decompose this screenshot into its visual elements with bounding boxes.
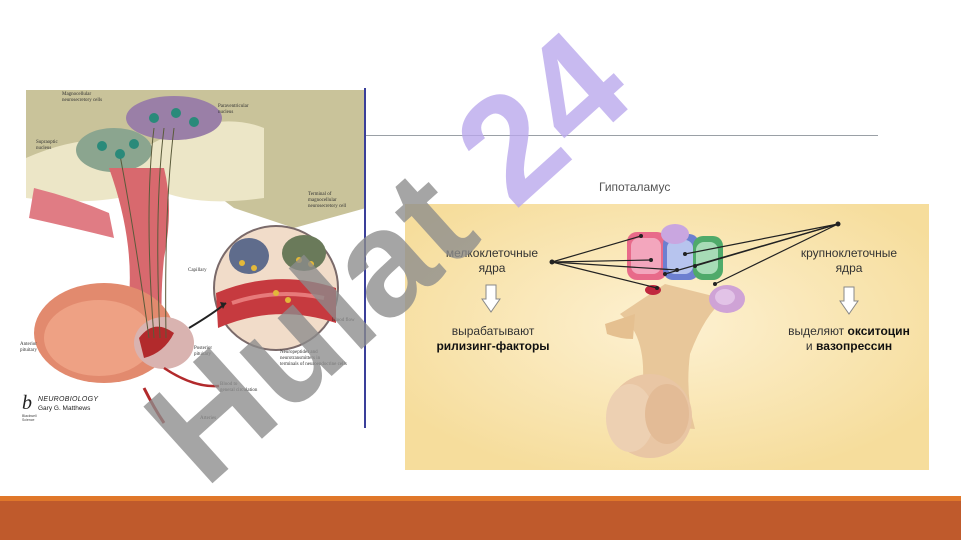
left-action-line2: рилизинг-факторы — [436, 339, 550, 353]
pituitary-drawing — [14, 88, 366, 428]
book-publisher: Blackwell Science — [22, 414, 37, 422]
label-capillary: Capillary — [188, 268, 207, 273]
down-arrow-icon — [839, 286, 859, 315]
left-nuclei-label: мелкоклеточные ядра — [437, 246, 547, 276]
label-blood-flow: Blood flow — [332, 318, 355, 323]
right-action-hormone1: окситоцин — [847, 324, 910, 338]
footer-bar — [0, 501, 961, 540]
label-paraventricular: Paraventricular nucleus — [218, 104, 249, 115]
publisher-logo: b — [22, 392, 32, 414]
right-nuclei-line1: крупноклеточные — [800, 246, 898, 260]
down-arrow-icon — [481, 284, 501, 313]
right-action-prefix: выделяют — [788, 324, 845, 338]
hypothalamus-drawing — [405, 204, 929, 470]
pituitary-illustration: Magnocellular neurosecretory cells Parav… — [14, 88, 366, 428]
right-nuclei-label: крупноклеточные ядра — [789, 246, 909, 276]
left-action-line1: вырабатывают — [451, 324, 535, 338]
divider-horizontal — [366, 135, 878, 136]
right-action-hormone2: вазопрессин — [815, 339, 893, 353]
divider-vertical — [364, 88, 366, 428]
label-posterior-pituitary: Posterior pituitary — [194, 346, 213, 357]
right-nuclei-line2: ядра — [835, 261, 863, 275]
book-title: NEUROBIOLOGY — [38, 396, 99, 403]
label-magnocellular: Magnocellular neurosecretory cells — [62, 92, 103, 103]
label-blood-circulation: Blood to general circulation — [220, 382, 258, 393]
label-terminal: Terminal of magnocellular neurosecretory… — [308, 192, 347, 209]
label-hormones: Neuropeptides and neurotransmitters in t… — [280, 350, 347, 367]
hypothalamus-diagram: мелкоклеточные ядра вырабатывают рилизин… — [405, 204, 929, 470]
right-action-text: выделяют окситоцин и вазопрессин — [769, 324, 929, 354]
label-supraoptic: Supraoptic nucleus — [36, 140, 58, 151]
label-anterior-pituitary: Anterior pituitary — [20, 342, 37, 353]
left-nuclei-line2: ядра — [478, 261, 506, 275]
hypothalamus-title: Гипоталамус — [599, 180, 671, 194]
right-action-and: и — [805, 339, 813, 353]
left-action-text: вырабатывают рилизинг-факторы — [423, 324, 563, 354]
left-nuclei-line1: мелкоклеточные — [445, 246, 539, 260]
book-author: Gary G. Matthews — [38, 405, 91, 412]
label-arteries: Arteries — [200, 416, 217, 421]
book-credit: b NEUROBIOLOGY Gary G. Matthews Blackwel… — [22, 392, 152, 422]
footer-accent-line — [0, 496, 961, 501]
